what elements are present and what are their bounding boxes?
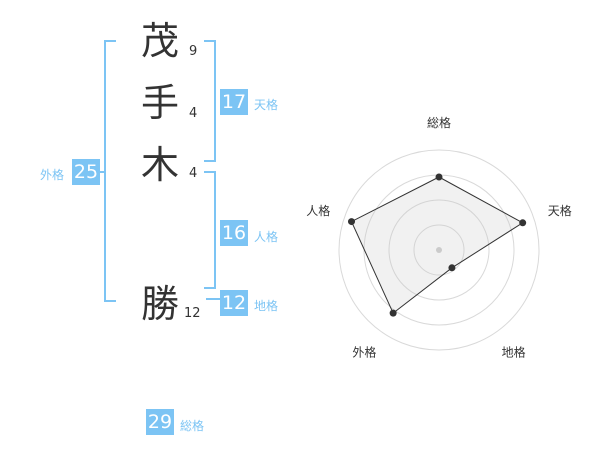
radar-ring-2: [388, 199, 490, 301]
radar-series-polygon: [350, 176, 524, 314]
stroke-count-4: 12: [184, 306, 201, 321]
radar-ring-1: [413, 224, 465, 276]
radar-point-4: [348, 218, 356, 226]
soukaku-label: 総格: [180, 419, 205, 433]
radar-ring-4: [338, 149, 540, 351]
radar-point-2: [448, 264, 456, 272]
radar-point-1: [519, 219, 527, 227]
radar-axis-label-2: 地格: [502, 345, 526, 360]
chikaku-value: 12: [220, 290, 248, 316]
radar-point-0: [435, 173, 443, 181]
radar-axis-label-3: 外格: [352, 345, 376, 360]
tenkaku-value: 17: [220, 89, 248, 115]
jinkaku-label: 人格: [254, 230, 279, 244]
gaikaku-bracket: [104, 40, 116, 302]
tenkaku-bracket: [204, 40, 216, 162]
stroke-count-2: 4: [189, 106, 198, 121]
radar-center: [436, 247, 442, 253]
radar-point-3: [389, 309, 397, 317]
name-char-3: 木: [141, 143, 180, 187]
chikaku-bracket: [206, 298, 220, 300]
radar-axis-label-4: 人格: [306, 203, 330, 218]
tenkaku-label: 天格: [254, 98, 279, 112]
name-char-4: 勝: [141, 282, 180, 326]
radar-axis-label-0: 総格: [427, 115, 451, 130]
soukaku-value: 29: [146, 409, 174, 435]
radar-axis-label-1: 天格: [548, 203, 572, 218]
name-char-1: 茂: [141, 19, 180, 63]
chikaku-label: 地格: [254, 299, 279, 313]
gaikaku-value: 25: [72, 159, 100, 185]
jinkaku-bracket: [204, 171, 216, 289]
name-char-2: 手: [141, 81, 180, 125]
gaikaku-label: 外格: [40, 168, 65, 182]
jinkaku-value: 16: [220, 220, 248, 246]
stroke-count-1: 9: [189, 44, 198, 59]
stroke-count-3: 4: [189, 166, 198, 181]
